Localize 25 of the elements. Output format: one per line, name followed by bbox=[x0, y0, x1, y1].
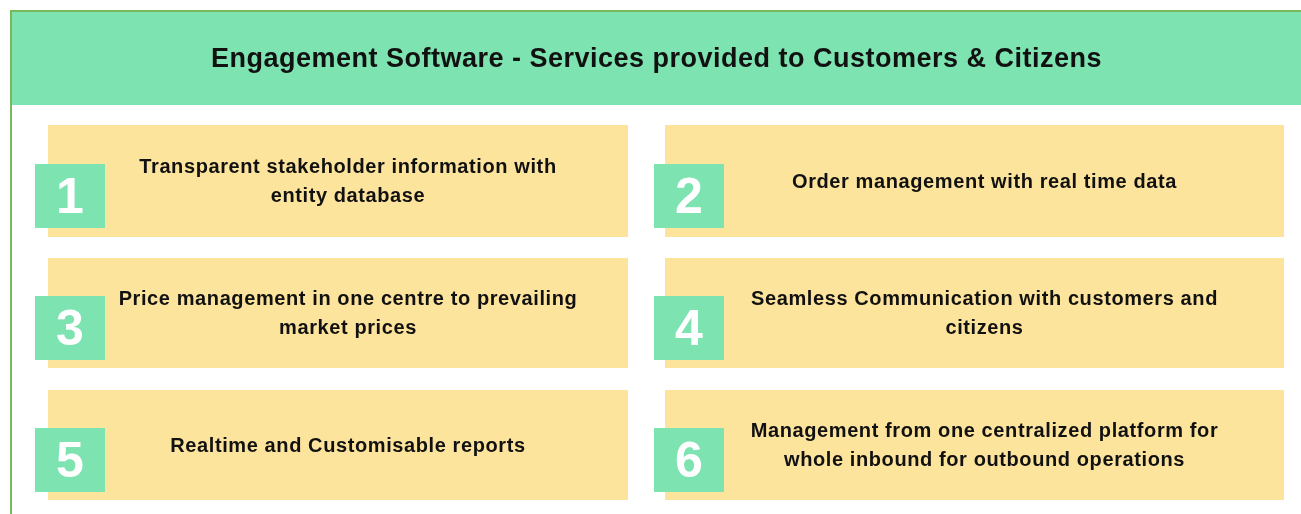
service-text: Transparent stakeholder information with entity database bbox=[138, 154, 558, 208]
service-text: Seamless Communication with customers and citizens bbox=[750, 286, 1219, 340]
title: Engagement Software - Services provided to Customers & Citizens bbox=[210, 43, 1103, 74]
number: 1 bbox=[56, 167, 84, 225]
number: 6 bbox=[675, 431, 703, 489]
service-card bbox=[665, 390, 1284, 500]
number: 2 bbox=[675, 167, 703, 225]
service-card bbox=[48, 258, 628, 368]
service-text: Price management in one centre to prevailing market prices bbox=[117, 286, 579, 340]
service-text: Realtime and Customisable reports bbox=[170, 432, 526, 458]
service-text: Management from one centralized platform for whole inbound for outbound operations bbox=[749, 418, 1220, 472]
service-card bbox=[665, 125, 1284, 237]
number-square bbox=[35, 296, 105, 360]
number: 5 bbox=[56, 431, 84, 489]
number-square bbox=[35, 164, 105, 228]
number-square bbox=[654, 428, 724, 492]
number: 4 bbox=[675, 299, 703, 357]
number-square bbox=[654, 296, 724, 360]
service-card bbox=[665, 258, 1284, 368]
number: 3 bbox=[56, 299, 84, 357]
service-card bbox=[48, 125, 628, 237]
service-text: Order management with real time data bbox=[791, 168, 1177, 194]
number-square bbox=[654, 164, 724, 228]
service-card bbox=[48, 390, 628, 500]
number-square bbox=[35, 428, 105, 492]
